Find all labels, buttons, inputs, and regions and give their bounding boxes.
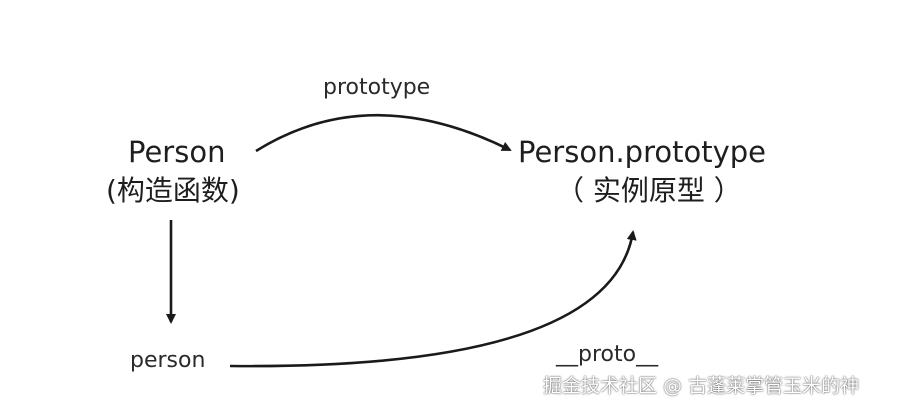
prototype-edge-label: prototype	[323, 75, 431, 100]
constructor-title: Person	[128, 135, 226, 169]
prototype-object-subtitle: （ 实例原型 ）	[556, 174, 742, 207]
watermark: 掘金技术社区 @ 古蓬莱掌管玉米的神	[543, 375, 860, 397]
instance-title: person	[130, 348, 206, 373]
prototype-object-title: Person.prototype	[518, 135, 767, 169]
proto-edge-label: __proto__	[556, 342, 659, 367]
prototype-arrow	[255, 114, 512, 153]
proto-arrow	[229, 230, 637, 368]
constructor-subtitle: (构造函数)	[106, 174, 240, 207]
